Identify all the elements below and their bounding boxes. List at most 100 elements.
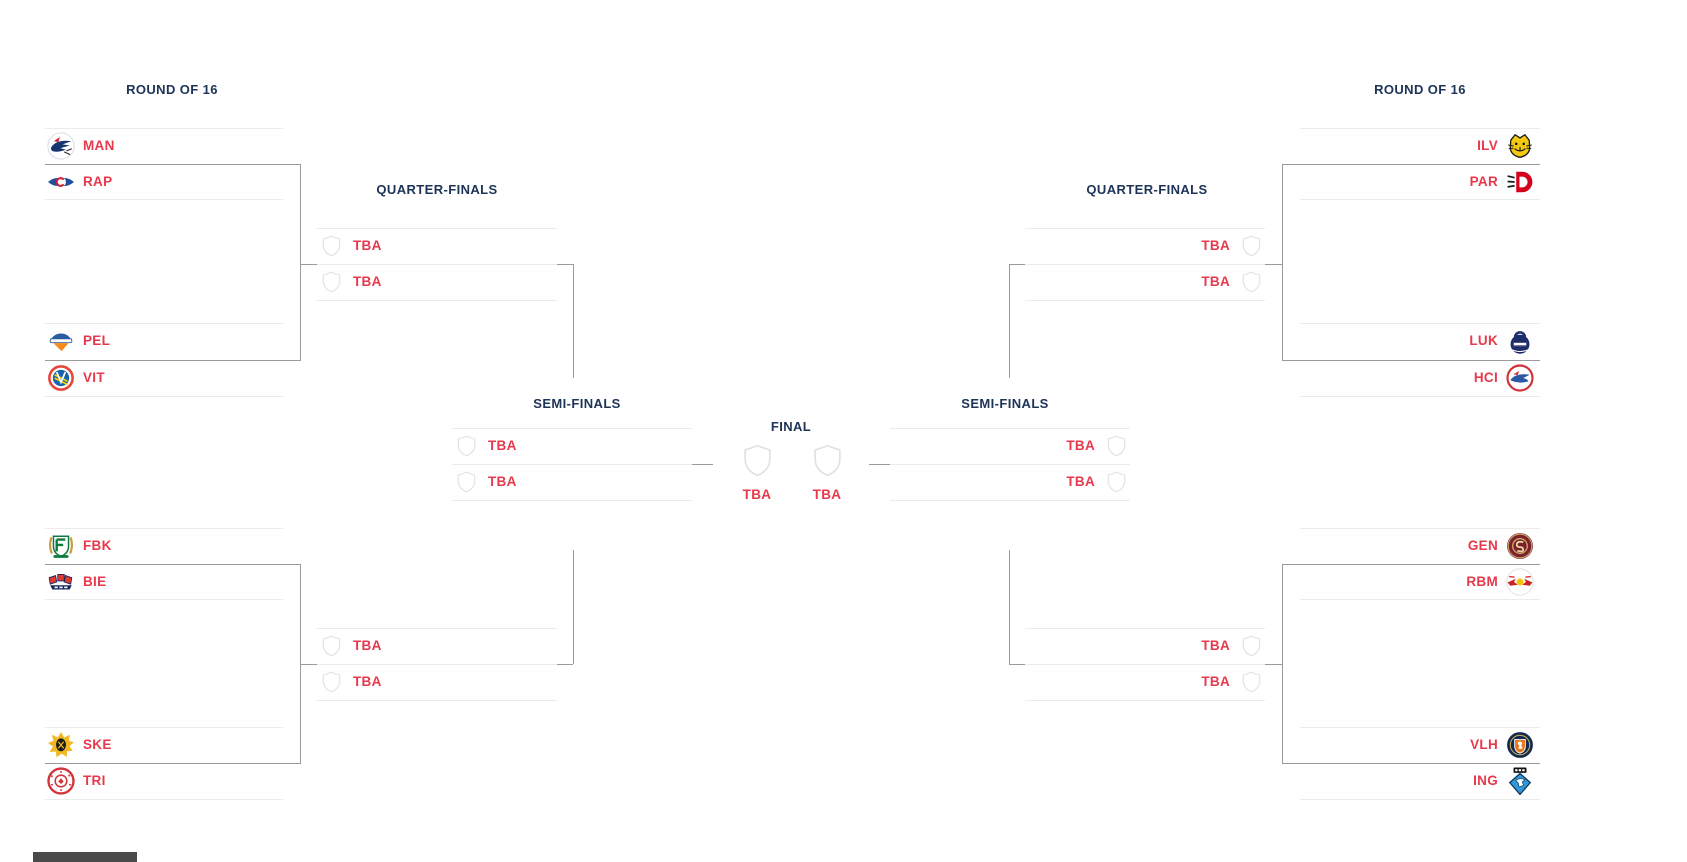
bracket-line (452, 500, 692, 501)
bracket-connector-line (557, 664, 573, 665)
bracket-line (1300, 128, 1540, 129)
tba-label: TBA (1201, 674, 1230, 690)
geneve-servette-logo (1506, 532, 1534, 560)
bracket-connector-line (557, 264, 573, 265)
mannheim-eagle-logo (47, 132, 75, 160)
team-code: ILV (1477, 138, 1498, 154)
quarterfinal-slot-right-2: TBA (1025, 264, 1265, 300)
bracket-line (45, 799, 283, 800)
bracket-line (1025, 264, 1265, 265)
team-row-ske[interactable]: SKE (45, 727, 283, 763)
semifinal-slot-right-2: TBA (890, 464, 1130, 500)
bracket-connector-line (1282, 763, 1540, 764)
red-bull-munich-logo (1506, 568, 1534, 596)
team-code: MAN (83, 138, 115, 154)
bracket-connector-line (45, 164, 300, 165)
ilves-logo (1506, 132, 1534, 160)
bracket-line (452, 464, 692, 465)
tba-shield-icon (1242, 271, 1261, 293)
team-code: RAP (83, 174, 113, 190)
tba-label: TBA (812, 487, 842, 502)
bracket-line (317, 628, 557, 629)
header-quarter-finals-left: QUARTER-FINALS (376, 182, 498, 197)
quarterfinal-slot-left-1: TBA (317, 228, 557, 264)
team-code: VLH (1470, 737, 1498, 753)
scrollbar-fragment[interactable] (33, 852, 137, 862)
team-row-fbk[interactable]: FBK (45, 528, 283, 564)
bracket-line (317, 664, 557, 665)
tba-label: TBA (488, 438, 517, 454)
tba-shield-icon (1242, 235, 1261, 257)
team-row-par[interactable]: PAR (1300, 164, 1540, 200)
tba-shield-icon (322, 235, 341, 257)
quarterfinal-slot-right-1: TBA (1025, 228, 1265, 264)
tba-label: TBA (742, 487, 772, 502)
semifinal-slot-right-1: TBA (890, 428, 1130, 464)
tba-label: TBA (1201, 638, 1230, 654)
team-row-vlh[interactable]: VLH (1300, 727, 1540, 763)
erc-ingolstadt-logo (1506, 767, 1534, 795)
tba-shield-icon (457, 471, 476, 493)
tba-shield-icon (457, 435, 476, 457)
vienna-capitals-logo (47, 168, 75, 196)
tba-shield-icon (322, 671, 341, 693)
bracket-connector-line (1009, 550, 1010, 664)
team-row-gen[interactable]: GEN (1300, 528, 1540, 564)
bracket-connector-line (1009, 664, 1025, 665)
team-code: ING (1473, 773, 1498, 789)
bracket-line (1300, 396, 1540, 397)
tba-shield-icon (743, 444, 772, 482)
team-row-hci[interactable]: HCI (1300, 360, 1540, 396)
bracket-connector-line (1282, 164, 1540, 165)
bracket-line (317, 264, 557, 265)
bracket-connector-line (1009, 264, 1025, 265)
bracket-line (1300, 199, 1540, 200)
team-code: HCI (1473, 370, 1498, 386)
skelleftea-logo (47, 731, 75, 759)
team-row-ilv[interactable]: ILV (1300, 128, 1540, 164)
ehc-biel-logo (47, 568, 75, 596)
bracket-connector-line (300, 264, 317, 265)
bracket-line (1300, 599, 1540, 600)
quarterfinal-slot-left-3: TBA (317, 628, 557, 664)
team-row-tri[interactable]: TRI (45, 763, 283, 799)
bracket-connector-line (573, 550, 574, 664)
tba-label: TBA (1201, 274, 1230, 290)
team-row-rbm[interactable]: RBM (1300, 564, 1540, 600)
tba-label: TBA (353, 274, 382, 290)
pardubice-logo (1506, 168, 1534, 196)
team-code: PEL (83, 333, 111, 349)
header-quarter-finals-right: QUARTER-FINALS (1086, 182, 1208, 197)
team-code: SKE (83, 737, 112, 753)
team-row-man[interactable]: MAN (45, 128, 283, 164)
bracket-connector-line (573, 264, 574, 378)
team-row-pel[interactable]: PEL (45, 323, 283, 359)
bracket-connector-line (45, 564, 300, 565)
bracket-line (1025, 700, 1265, 701)
bracket-line (1025, 300, 1265, 301)
team-code: LUK (1469, 333, 1498, 349)
bracket-line (1025, 664, 1265, 665)
semifinal-slot-left-1: TBA (452, 428, 692, 464)
team-row-vit[interactable]: VIT (45, 360, 283, 396)
vitkovice-logo (47, 364, 75, 392)
bracket-line (1025, 628, 1265, 629)
team-row-rap[interactable]: RAP (45, 164, 283, 200)
header-semi-finals-right: SEMI-FINALS (961, 396, 1049, 411)
bracket-line (45, 528, 283, 529)
header-round-of-16-right: ROUND OF 16 (1374, 82, 1466, 97)
team-row-ing[interactable]: ING (1300, 763, 1540, 799)
team-code: FBK (83, 538, 112, 554)
bracket-line (45, 128, 283, 129)
team-row-luk[interactable]: LUK (1300, 323, 1540, 359)
bracket-connector-line (1282, 164, 1283, 361)
team-row-bie[interactable]: BIE (45, 564, 283, 600)
bracket-connector-line (869, 464, 890, 465)
bracket-line (1300, 528, 1540, 529)
bracket-line (890, 428, 1130, 429)
team-code: PAR (1469, 174, 1498, 190)
header-round-of-16-left: ROUND OF 16 (126, 82, 218, 97)
quarterfinal-slot-left-4: TBA (317, 664, 557, 700)
semifinal-slot-left-2: TBA (452, 464, 692, 500)
bracket-connector-line (300, 164, 301, 361)
